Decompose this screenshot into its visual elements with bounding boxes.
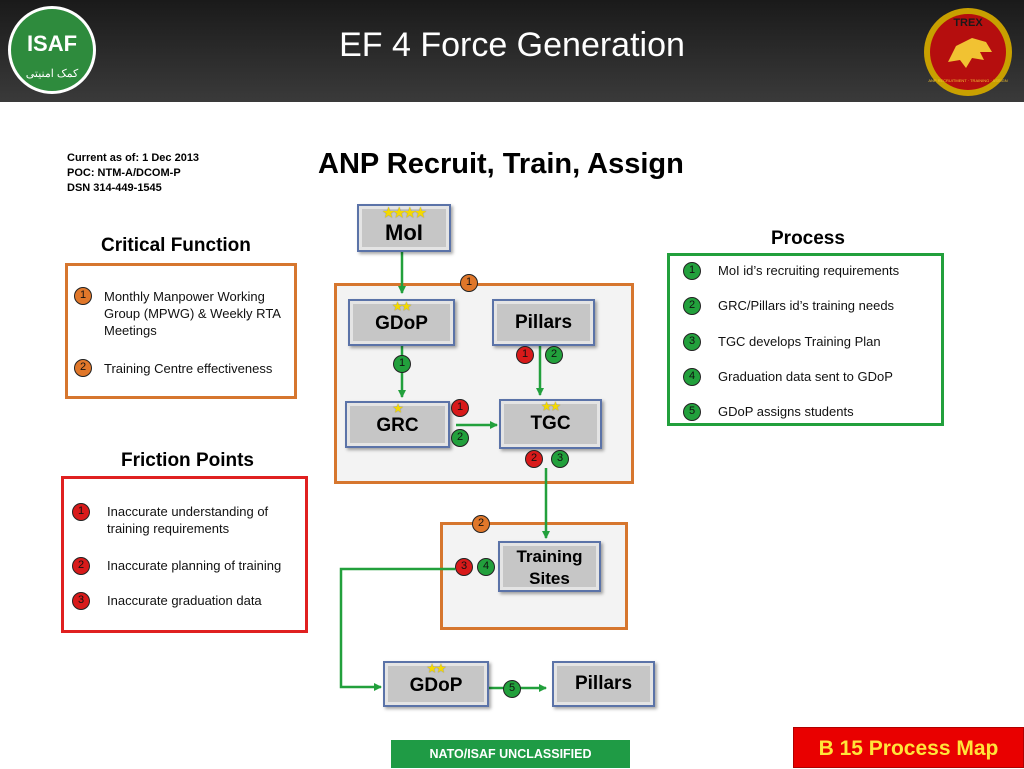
badge-tgc-red: 2 — [525, 450, 543, 468]
process-badge-1: 1 — [683, 262, 701, 280]
badge-pillars-tgc-green: 2 — [545, 346, 563, 364]
process-item-3: TGC develops Training Plan — [718, 334, 881, 349]
friction-badge-2: 2 — [72, 557, 90, 575]
meta-info: Current as of: 1 Dec 2013 POC: NTM-A/DCO… — [67, 151, 199, 196]
node-pillars-top: Pillars — [492, 299, 595, 346]
critical-function-badge-2: 2 — [74, 359, 92, 377]
node-pillars-bottom: Pillars — [552, 661, 655, 707]
badge-gdop-grc: 1 — [393, 355, 411, 373]
isaf-logo-subtext: کمک امنیتی — [25, 68, 79, 80]
friction-item-1: Inaccurate understanding of training req… — [107, 504, 269, 536]
node-gdop-bottom-label: GDoP — [409, 675, 463, 696]
node-grc-stars: ★ — [393, 403, 403, 415]
node-gdop-top-label: GDoP — [375, 313, 428, 334]
node-gdop-bottom-stars: ★★ — [427, 663, 446, 675]
friction-badge-3: 3 — [72, 592, 90, 610]
node-grc-label: GRC — [376, 415, 419, 436]
process-map-tag: B 15 Process Map — [793, 727, 1024, 768]
node-gdop-top: ★★ GDoP — [348, 299, 455, 346]
node-moi: ★★★★ MoI — [357, 204, 451, 252]
friction-points-panel: 1 Inaccurate understanding of training r… — [61, 476, 308, 633]
badge-zone-1: 1 — [460, 274, 478, 292]
process-badge-3: 3 — [683, 333, 701, 351]
process-item-1: MoI id’s recruiting requirements — [718, 263, 900, 278]
node-moi-stars: ★★★★ — [382, 205, 427, 220]
node-training-sites-label: Training Sites — [516, 547, 583, 588]
badge-pillars-tgc-red: 1 — [516, 346, 534, 364]
trex-logo: TREX ANP RECRUITMENT · TRAINING · ASSIGN — [924, 8, 1012, 96]
friction-badge-1: 1 — [72, 503, 90, 521]
isaf-logo: ISAF کمک امنیتی — [8, 6, 96, 94]
node-grc: ★ GRC — [345, 401, 450, 448]
current-as-of: Current as of: 1 Dec 2013 — [67, 152, 200, 164]
process-badge-4: 4 — [683, 368, 701, 386]
friction-points-title: Friction Points — [121, 450, 254, 471]
badge-gdop-pillars: 5 — [503, 680, 521, 698]
process-title: Process — [771, 228, 845, 249]
critical-function-badge-1: 1 — [74, 287, 92, 305]
node-tgc: ★★ TGC — [499, 399, 602, 449]
process-badge-5: 5 — [683, 403, 701, 421]
node-tgc-stars: ★★ — [541, 401, 561, 413]
node-pillars-top-label: Pillars — [514, 312, 573, 333]
isaf-logo-text: ISAF — [26, 31, 78, 56]
process-badge-2: 2 — [683, 297, 701, 315]
node-pillars-bottom-label: Pillars — [574, 673, 633, 694]
process-item-4: Graduation data sent to GDoP — [718, 369, 893, 384]
critical-function-item-2: Training Centre effectiveness — [104, 361, 273, 376]
process-panel: 1 MoI id’s recruiting requirements 2 GRC… — [667, 253, 944, 426]
node-gdop-bottom: ★★ GDoP — [383, 661, 489, 707]
badge-zone-2: 2 — [472, 515, 490, 533]
dsn: DSN 314-449-1545 — [67, 182, 162, 194]
friction-item-2: Inaccurate planning of training — [107, 558, 282, 573]
node-training-sites: Training Sites — [498, 541, 601, 592]
diagram-title: ANP Recruit, Train, Assign — [318, 148, 684, 180]
page-title: EF 4 Force Generation — [339, 26, 685, 64]
classification-banner: NATO/ISAF UNCLASSIFIED — [391, 740, 630, 768]
critical-function-item-1: Monthly Manpower Working Group (MPWG) & … — [104, 289, 281, 338]
badge-grc-green: 2 — [451, 429, 469, 447]
trex-logo-text: TREX — [953, 17, 983, 29]
process-item-5: GDoP assigns students — [718, 404, 854, 419]
node-moi-label: MoI — [385, 220, 423, 245]
badge-grc-red: 1 — [451, 399, 469, 417]
process-item-2: GRC/Pillars id’s training needs — [718, 298, 895, 313]
badge-tgc-green: 3 — [551, 450, 569, 468]
header-bar: ISAF کمک امنیتی EF 4 Force Generation TR… — [0, 0, 1024, 102]
badge-ts-red: 3 — [455, 558, 473, 576]
trex-logo-motto: ANP RECRUITMENT · TRAINING · ASSIGN — [928, 78, 1007, 83]
critical-function-panel: 1 Monthly Manpower Working Group (MPWG) … — [65, 263, 297, 399]
poc: POC: NTM-A/DCOM-P — [67, 167, 181, 179]
critical-function-title: Critical Function — [101, 235, 251, 256]
badge-ts-green: 4 — [477, 558, 495, 576]
node-gdop-top-stars: ★★ — [392, 301, 412, 313]
arrow-trainingsites-gdop — [339, 567, 455, 691]
node-tgc-label: TGC — [530, 413, 571, 434]
friction-item-3: Inaccurate graduation data — [107, 593, 262, 608]
